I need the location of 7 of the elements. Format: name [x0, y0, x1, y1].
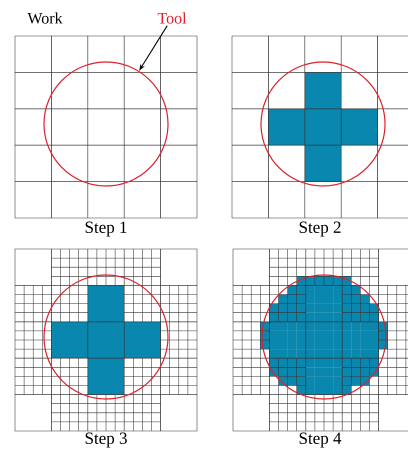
work-label: Work	[27, 12, 63, 24]
step-label: Step 2	[300, 222, 341, 236]
tool-circle	[43, 61, 169, 187]
tool-label: Tool	[158, 12, 186, 24]
step-label: Step 3	[86, 432, 127, 448]
step-label: Step 4	[300, 432, 342, 448]
step-label: Step 1	[86, 222, 126, 236]
